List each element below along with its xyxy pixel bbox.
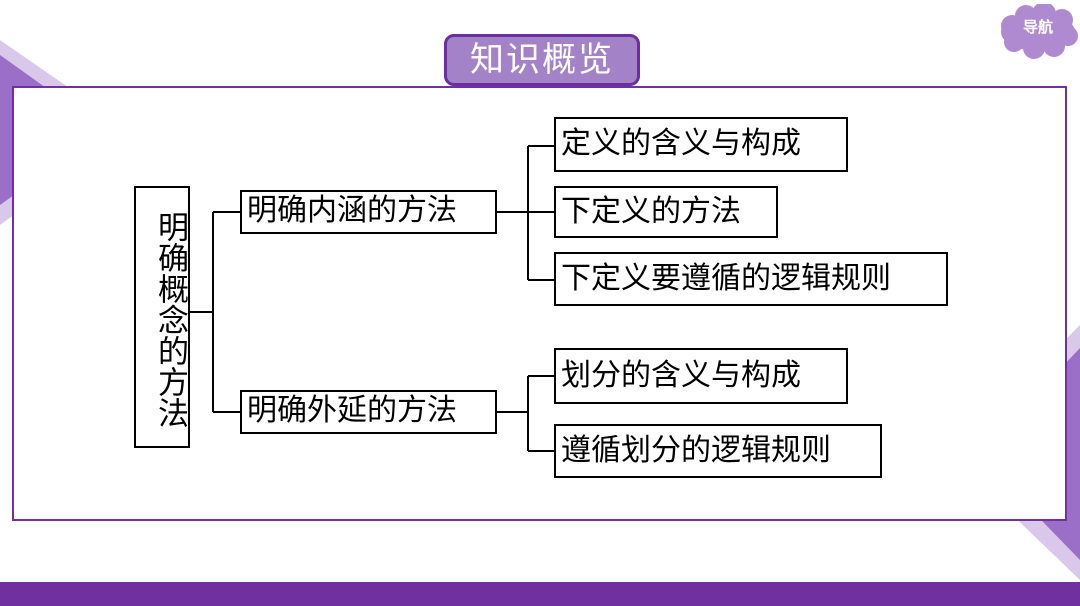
leaf-node: 下定义要遵循的逻辑规则 <box>554 252 948 306</box>
branch-node-extension: 明确外延的方法 <box>240 390 497 434</box>
cloud-icon <box>999 4 1078 59</box>
nav-label: 导航 <box>1022 18 1053 36</box>
nav-button[interactable]: 导航 <box>996 4 1080 60</box>
branch-node-intension: 明确内涵的方法 <box>240 190 497 234</box>
leaf-node: 下定义的方法 <box>554 186 778 238</box>
leaf-node: 划分的含义与构成 <box>554 348 848 404</box>
root-node: 明确概念的方法 <box>134 186 190 448</box>
leaf-node: 定义的含义与构成 <box>554 117 848 172</box>
leaf-node: 遵循划分的逻辑规则 <box>554 424 882 478</box>
bottom-accent-bar <box>0 582 1080 606</box>
slide-title: 知识概览 <box>444 34 640 86</box>
